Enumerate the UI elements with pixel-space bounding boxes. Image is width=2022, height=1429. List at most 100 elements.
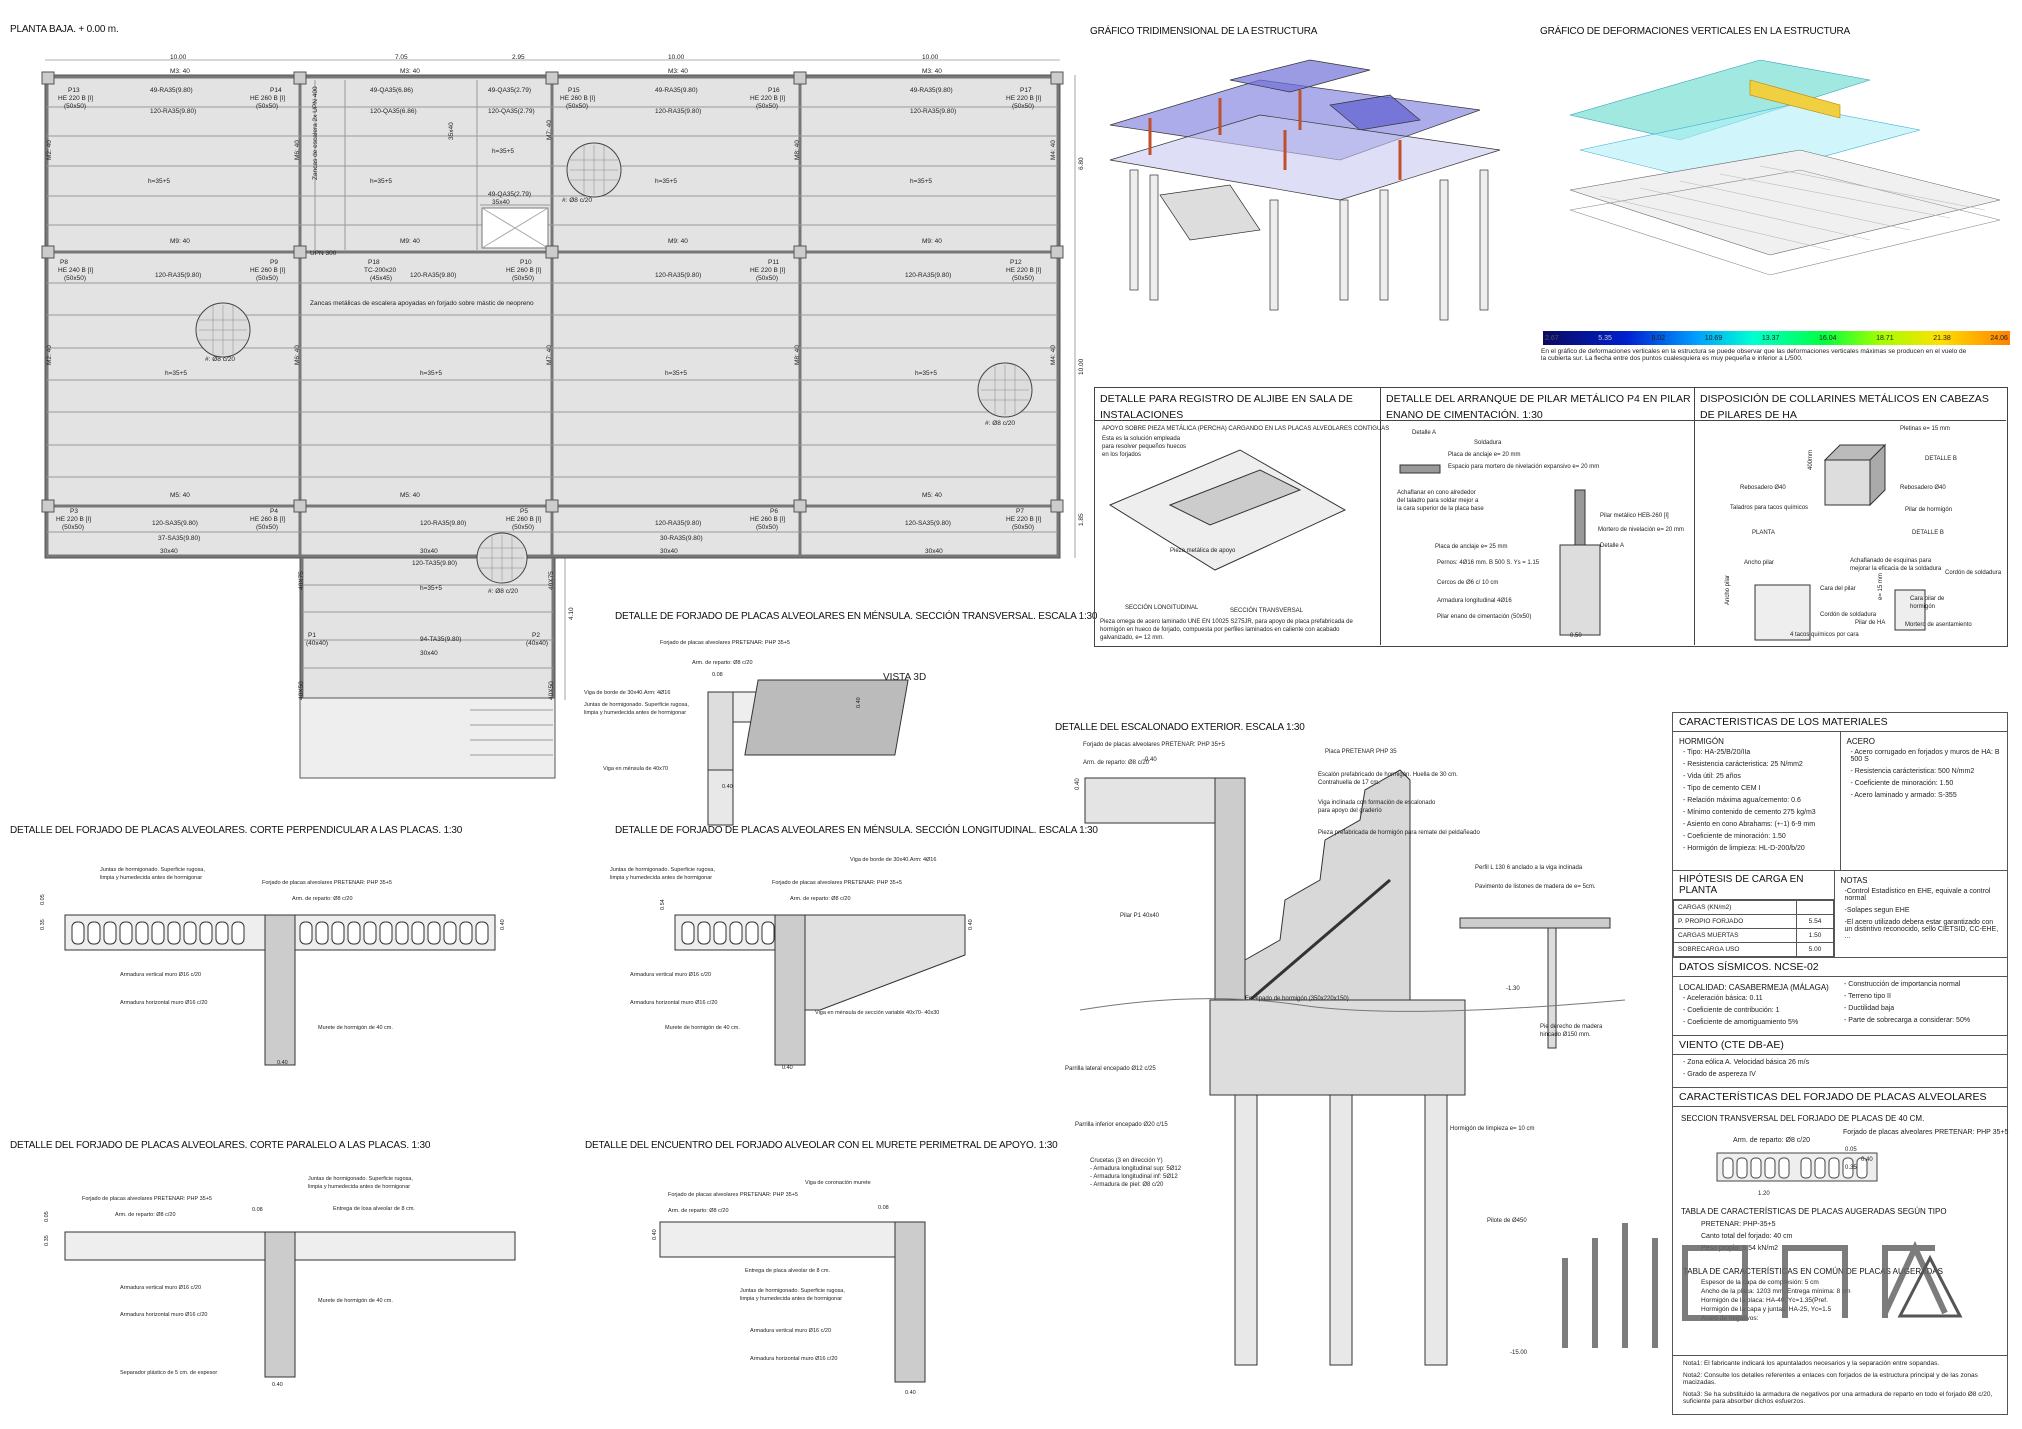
plan-label: TC-200x20 <box>364 267 397 274</box>
plan-label: P5 <box>520 508 528 515</box>
arranque-label: Detalle A <box>1600 543 1625 549</box>
3d-graph-title: GRÁFICO TRIDIMENSIONAL DE LA ESTRUCTURA <box>1090 26 1318 37</box>
plan-label: P12 <box>1010 259 1022 266</box>
paralelo-label: Juntas de hormigonado. Superficie rugosa… <box>308 1176 413 1182</box>
plan-label: (45x45) <box>370 275 393 282</box>
arranque-label: Mortero de nivelación e= 20 mm <box>1598 527 1684 533</box>
escalonado-label: para apoyo del graderío <box>1318 808 1382 814</box>
perpendicular-label: Forjado de placas alveolares PRETENAR: P… <box>262 880 392 886</box>
encuentro-label: Viga de coronación murete <box>805 1180 871 1186</box>
plan-label: #: Ø8 c/20 <box>205 356 235 363</box>
escalonado-label: -1.30 <box>1506 986 1520 992</box>
plan-label: 35x40 <box>492 199 510 206</box>
encuentro-label: Armadura vertical muro Ø16 c/20 <box>750 1328 832 1334</box>
escalonado-label: Pilar P1 40x40 <box>1120 913 1160 919</box>
mensula_long-label: Juntas de hormigonado. Superficie rugosa… <box>610 867 715 873</box>
escalonado-label: Crucetas (3 en dirección Y) <box>1090 1158 1163 1164</box>
collarines-label: DETALLE B <box>1925 456 1957 462</box>
load-name: CARGAS MUERTAS <box>1672 928 1798 943</box>
plan-label: M7: 40 <box>546 345 553 365</box>
seismic-location: LOCALIDAD: CASABERMEJA (MÁLAGA) <box>1679 983 1829 992</box>
mensula_long-label: Viga en ménsula de sección variable 40x7… <box>815 1010 940 1016</box>
encuentro-label: Arm. de reparto: Ø8 c/20 <box>668 1208 729 1214</box>
perpendicular-section <box>64 914 496 1066</box>
plan-label: M9: 40 <box>170 238 190 245</box>
3d-structure-render <box>1109 59 1501 321</box>
plan-label: 120-RA35(9.80) <box>655 520 702 527</box>
plan-label: 10.00 <box>170 54 187 61</box>
plan-label: HE 220 B [I] <box>1006 516 1042 523</box>
plan-label: (40x40) <box>306 640 329 647</box>
plan-label: M4: 40 <box>1050 140 1057 160</box>
seismic-item: - Construcción de importancia normal <box>1844 981 1961 988</box>
panel-divider <box>1094 420 2006 421</box>
collarines-label: PLANTA <box>1752 530 1775 536</box>
plan-label: HE 260 B [I] <box>750 516 786 523</box>
plan-label: 40X50 <box>548 681 555 700</box>
arranque-label: Armadura longitudinal 4Ø16 <box>1437 598 1512 604</box>
steel-heading: ACERO <box>1846 737 1875 746</box>
plan-label: h=35+5 <box>165 370 188 377</box>
escalonado-label: Pavimento de listones de madera de e= 5c… <box>1475 884 1596 890</box>
plan-label: 10.00 <box>922 54 939 61</box>
plan-label: HE 260 B [I] <box>506 516 542 523</box>
concrete-item: - Vida útil: 25 años <box>1683 773 1741 780</box>
note-item: -El acero utilizado debera estar garanti… <box>1844 919 1999 940</box>
plan-label: (50x50) <box>256 524 279 531</box>
plan-label: (50x50) <box>512 275 535 282</box>
plan-label: M3: 40 <box>400 68 420 75</box>
wind-item: - Zona eólica A. Velocidad básica 26 m/s <box>1683 1059 1810 1066</box>
mensula_long-label: Forjado de placas alveolares PRETENAR: P… <box>772 880 902 886</box>
escalonado-label: Pieza prefabricada de hormigón para rema… <box>1318 830 1480 836</box>
note-item: -Control Estadístico en EHE, equivale a … <box>1844 888 1991 902</box>
steel-item: - Acero laminado y armado: S-355 <box>1850 792 1957 799</box>
collarines-label: Taladros para tacos químicos <box>1730 505 1809 511</box>
concrete-item: - Resistencia carácteristica: 25 N/mm2 <box>1683 761 1803 768</box>
escalonado-label: hincado Ø150 mm. <box>1540 1032 1591 1038</box>
stepped-section <box>1079 769 1626 1366</box>
plan-label: h=35+5 <box>910 178 933 185</box>
load-hypotheses: HIPÓTESIS DE CARGA EN PLANTA CARGAS (KN/… <box>1672 871 1834 957</box>
plan-label: 120-RA35(9.80) <box>150 108 197 115</box>
plan-label: P11 <box>768 259 780 266</box>
mensula_trans-label: Viga en ménsula de 40x70 <box>603 766 669 772</box>
mensula_trans-label: Forjado de placas alveolares PRETENAR: P… <box>660 640 790 646</box>
encuentro-label: 0.40 <box>652 1229 658 1240</box>
plan-label: P3 <box>70 508 78 515</box>
concrete-item: - Tipo: HA-25/B/20/IIa <box>1683 749 1751 756</box>
paralelo-label: 0.08 <box>252 1207 263 1213</box>
seismic-heading: DATOS SÍSMICOS. NCSE-02 <box>1673 958 2007 977</box>
arranque-label: Placa de anclaje e= 25 mm <box>1435 544 1508 550</box>
escalonado-label: - Armadura longitudinal sup: 5Ø12 <box>1090 1166 1182 1172</box>
paralelo-label: 0.05 <box>44 1211 50 1222</box>
load-value: 5.54 <box>1796 914 1834 929</box>
plan-label: HE 220 B [I] <box>750 95 786 102</box>
materials-table: CARACTERISTICAS DE LOS MATERIALES HORMIG… <box>1672 712 2008 1415</box>
plan-label: M7: 40 <box>546 120 553 140</box>
plan-label: 30x40 <box>420 650 438 657</box>
escalonado-label: Hormigón de limpieza e= 10 cm <box>1450 1126 1535 1132</box>
plan-label: (40x40) <box>526 640 549 647</box>
collarines-label: Ancho pilar <box>1744 560 1775 566</box>
panel-divider <box>1380 387 1381 645</box>
collarines-label: Pilar de hormigón <box>1905 507 1953 513</box>
plan-label: h=35+5 <box>148 178 171 185</box>
scale-value: 24.06 <box>1990 334 2008 342</box>
mensula-longitudinal-title: DETALLE DE FORJADO DE PLACAS ALVEOLARES … <box>615 825 1098 836</box>
plan-label: M9: 40 <box>400 238 420 245</box>
plan-label: 30x40 <box>660 548 678 555</box>
plan-label: 49-RA35(9.80) <box>150 87 193 94</box>
plan-label: P8 <box>60 259 68 266</box>
paralelo-label: 0.35 <box>44 1235 50 1246</box>
plan-label: M3: 40 <box>170 68 190 75</box>
slab-section-drawing <box>1716 1152 1878 1182</box>
scale-value: 16.04 <box>1818 334 1837 342</box>
paralelo-label: limpia y humedecida antes de hormigonar <box>308 1184 411 1190</box>
escalonado-label: - Armadura longitudinal inf: 5Ø12 <box>1090 1174 1178 1180</box>
perpendicular-label: Arm. de reparto: Ø8 c/20 <box>292 896 353 902</box>
mensula_trans-label: 0.40 <box>722 784 733 790</box>
slab-note: Nota2: Consulte los detalles referentes … <box>1683 1372 1978 1386</box>
plan-label: HE 260 B [I] <box>250 267 286 274</box>
collarines-label: Rebosadero Ø40 <box>1740 485 1786 491</box>
mensula-longitudinal-section <box>674 914 966 1066</box>
